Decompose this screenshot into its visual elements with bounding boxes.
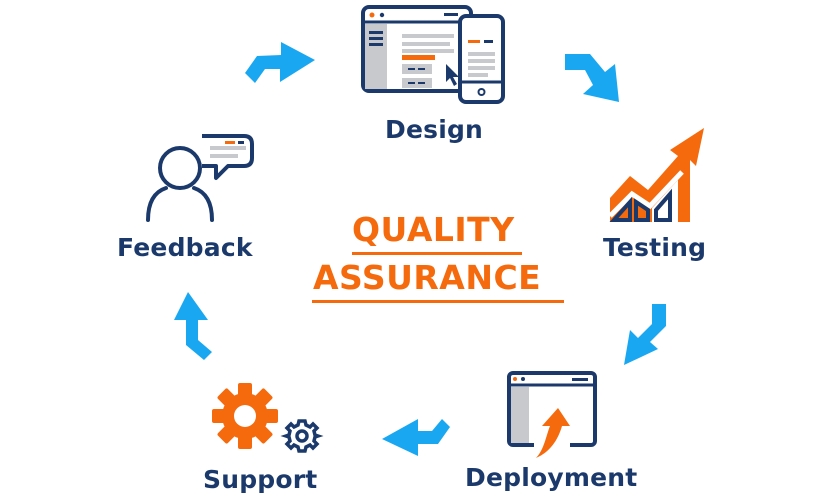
title-quality: QUALITY xyxy=(352,210,515,249)
person-speech-bubble-icon xyxy=(140,130,260,222)
arrow-left-icon xyxy=(380,413,450,458)
gears-icon xyxy=(212,380,327,460)
title-assurance: ASSURANCE xyxy=(313,258,542,297)
browser-and-phone-icon xyxy=(360,4,510,104)
arrow-down-right-icon xyxy=(563,52,625,104)
stage-label-design: Design xyxy=(385,115,484,144)
title-underline-2 xyxy=(312,300,564,303)
title-underline-1 xyxy=(352,252,522,255)
stage-label-deployment: Deployment xyxy=(465,463,638,492)
arrow-right-icon xyxy=(243,40,318,85)
stage-label-testing: Testing xyxy=(603,233,707,262)
rising-chart-icon xyxy=(606,128,706,224)
arrow-down-left-icon xyxy=(622,302,668,366)
window-upload-icon xyxy=(506,370,598,460)
stage-label-feedback: Feedback xyxy=(117,233,253,262)
stage-label-support: Support xyxy=(203,465,318,494)
arrow-up-icon xyxy=(166,290,214,360)
